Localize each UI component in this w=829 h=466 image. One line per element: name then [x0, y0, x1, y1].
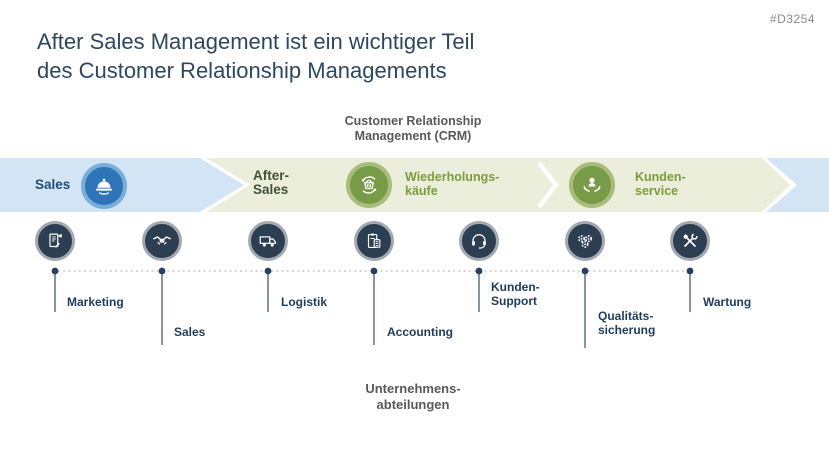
sales-icon-circle [81, 163, 127, 209]
connector-dot [370, 267, 378, 275]
repeat-purchases-label: Wiederholungs- käufe [405, 170, 500, 198]
qualitaetssicherung-icon-circle [565, 221, 605, 261]
wartung-icon-circle [670, 221, 710, 261]
crm-header: Customer Relationship Management (CRM) [344, 114, 482, 143]
department-label-marketing: Marketing [67, 295, 124, 309]
department-label-wartung: Wartung [703, 295, 752, 309]
calculator-clipboard-icon [367, 233, 381, 249]
repeat-purchases-icon-circle [346, 162, 392, 208]
gears-quality-icon [577, 235, 593, 248]
flyer-marketing-icon [49, 233, 62, 248]
accounting-icon-circle [354, 221, 394, 261]
connector-dot [264, 267, 272, 275]
logistik-icon-circle [248, 221, 288, 261]
customer-service-icon-circle [569, 162, 615, 208]
slide-title: After Sales Management ist ein wichtiger… [37, 29, 475, 83]
customer-care-icon [583, 177, 601, 193]
department-label-accounting: Accounting [387, 325, 453, 339]
department-label-qualitaetssicherung: Qualitäts- sicherung [598, 309, 656, 337]
department-label-logistik: Logistik [281, 295, 328, 309]
connector-dot [581, 267, 589, 275]
sales-phase-label: Sales [35, 177, 71, 192]
connector-dot [686, 267, 694, 275]
maintenance-tools-icon [683, 233, 698, 248]
after-sales-phase-label: After- Sales [253, 168, 289, 197]
after-sales-phase-band [206, 158, 790, 212]
departments-footer: Unternehmens- abteilungen [365, 381, 461, 412]
service-bell-icon [95, 178, 113, 195]
slide-code: #D3254 [769, 12, 815, 26]
connector-dot [51, 267, 59, 275]
connector-dot [475, 267, 483, 275]
repeat-purchase-basket-icon [361, 176, 377, 194]
handshake-icon [152, 236, 172, 245]
customer-service-label: Kunden- service [635, 170, 686, 198]
department-label-sales: Sales [174, 325, 206, 339]
sales-icon-circle [142, 221, 182, 261]
marketing-icon-circle [35, 221, 75, 261]
headset-support-icon [472, 234, 486, 249]
department-label-kunden-support: Kunden- Support [491, 280, 540, 308]
kunden-support-icon-circle [459, 221, 499, 261]
connector-dot [158, 267, 166, 275]
delivery-truck-icon [259, 236, 276, 247]
